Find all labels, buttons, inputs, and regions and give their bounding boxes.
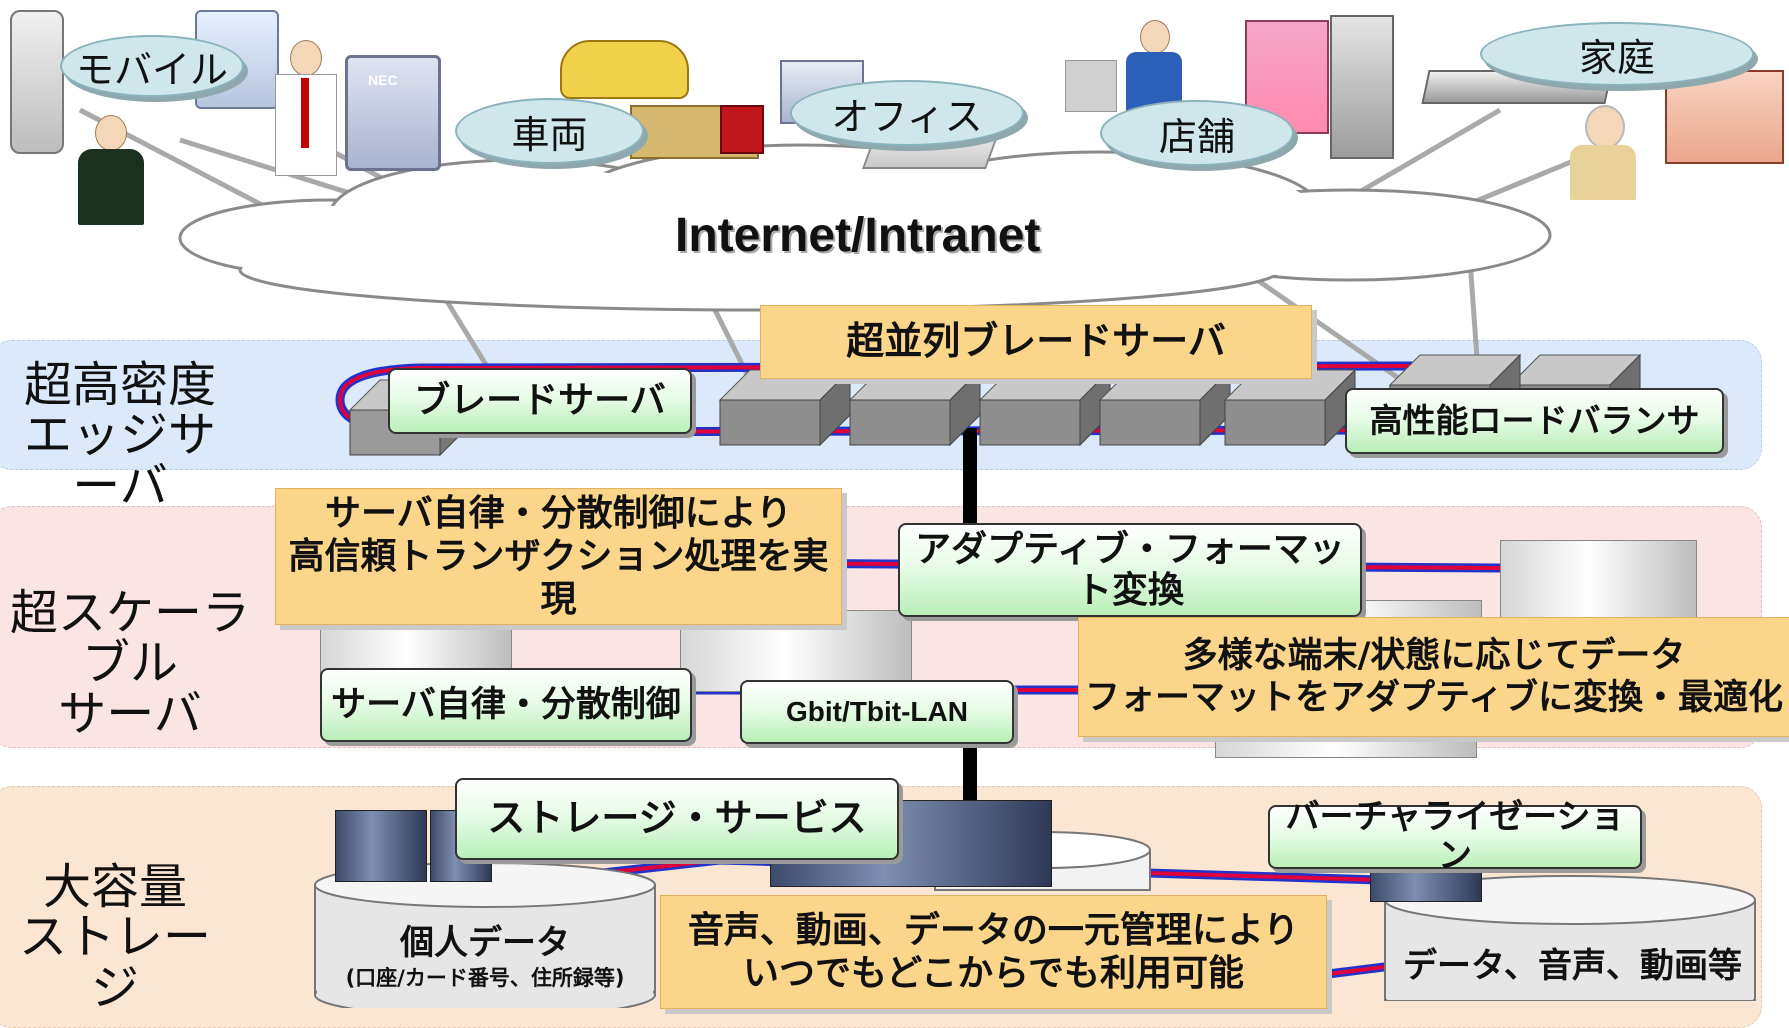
server-tower xyxy=(1500,540,1697,622)
adaptive-format-box: アダプティブ・フォーマット変換 xyxy=(898,523,1362,617)
storage-service-box: ストレージ・サービス xyxy=(455,778,899,860)
client-bubble-vehicle: 車両 xyxy=(455,98,644,164)
media-data-title: データ、音声、動画等 xyxy=(1403,946,1742,986)
grandmother-icon xyxy=(1560,105,1650,200)
tier-label-storage: 大容量 ストレージ xyxy=(18,859,211,1016)
tablet-pc-icon: NEC xyxy=(345,55,441,171)
autonomous-control-box: サーバ自律・分散制御 xyxy=(320,668,692,742)
nec-logo-text: NEC xyxy=(368,72,398,88)
cloud-label: Internet/Intranet xyxy=(675,209,1041,262)
personal-data-subtitle: (口座/カード番号、住所録等) xyxy=(345,966,625,990)
personal-data-title: 個人データ xyxy=(400,923,570,963)
businessman-icon xyxy=(265,40,345,180)
car-icon xyxy=(560,40,689,99)
personal-data-cylinder xyxy=(314,862,656,1008)
tier-label-edge: 超高密度 エッジサーバ xyxy=(23,357,216,514)
client-bubble-store: 店舗 xyxy=(1100,100,1294,166)
truck-cab-icon xyxy=(720,105,764,154)
autonomous-control-callout: サーバ自律・分散制御により 高信頼トランザクション処理を実現 xyxy=(275,488,842,625)
storage-callout: 音声、動画、データの一元管理により いつでもどこからでも利用可能 xyxy=(660,895,1327,1009)
client-bubble-office: オフィス xyxy=(790,80,1024,146)
load-balancer-box: 高性能ロードバランサ xyxy=(1345,388,1724,454)
client-label: モバイル xyxy=(75,47,228,92)
edge-callout: 超並列ブレードサーバ xyxy=(760,305,1312,379)
mobile-phone-icon xyxy=(10,10,64,154)
house-icon xyxy=(1665,70,1784,164)
lan-box: Gbit/Tbit-LAN xyxy=(740,680,1014,744)
client-bubble-home: 家庭 xyxy=(1480,22,1754,86)
atm-icon xyxy=(1330,15,1394,159)
media-data-cylinder xyxy=(1384,875,1756,1001)
businesswoman-icon xyxy=(70,115,150,225)
adaptive-conversion-callout: 多様な端末/状態に応じてデータ フォーマットをアダプティブに変換・最適化 xyxy=(1078,617,1789,737)
tier-label-scalable: 超スケーラブル サーバ xyxy=(9,585,250,742)
client-label: 家庭 xyxy=(1578,35,1655,80)
client-bubble-mobile: モバイル xyxy=(60,35,244,97)
pos-terminal-icon xyxy=(1065,60,1117,112)
virtualization-box: バーチャライゼーション xyxy=(1268,797,1642,876)
blade-server-box: ブレードサーバ xyxy=(388,368,692,434)
client-label: 車両 xyxy=(511,112,588,157)
storage-rack xyxy=(335,810,427,882)
client-label: 店舗 xyxy=(1158,114,1235,159)
client-label: オフィス xyxy=(831,94,983,139)
